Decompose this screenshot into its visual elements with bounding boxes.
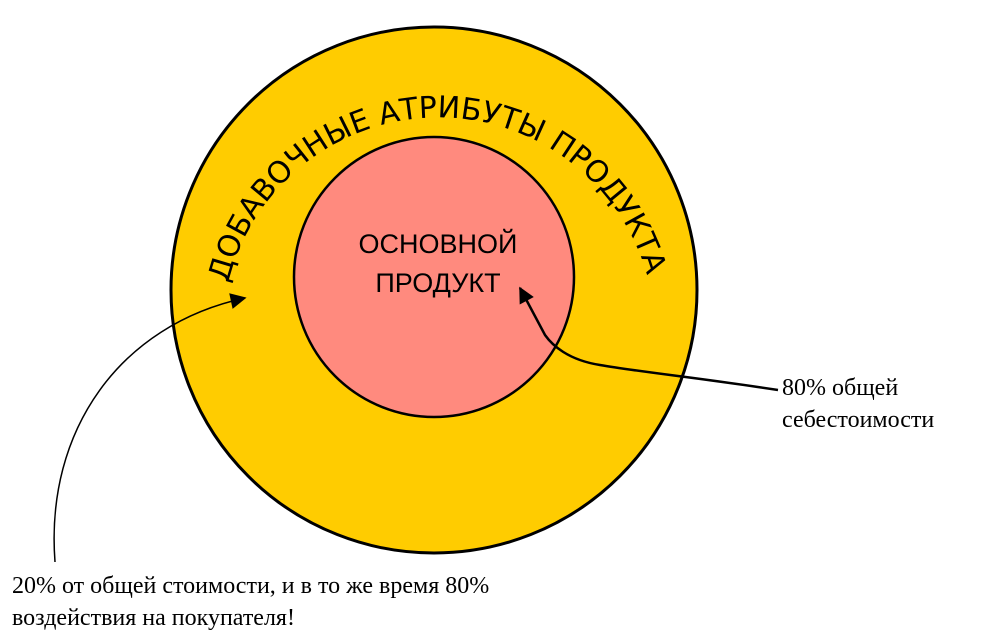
ring-impact-note-line1: 20% от общей стоимости, и в то же время … — [12, 573, 490, 599]
core-pointer-arrow — [518, 286, 779, 392]
core-cost-note: 80% общей себестоимости — [782, 372, 934, 436]
core-circle — [292, 135, 576, 419]
ring-impact-note-line2: воздействия на покупателя! — [12, 605, 295, 631]
ring-pointer-arrow — [53, 293, 247, 563]
core-label-line1: ОСНОВНОЙ — [359, 228, 518, 259]
ring-impact-note: 20% от общей стоимости, и в то же время … — [12, 570, 489, 634]
core-cost-note-line2: себестоимости — [782, 407, 935, 433]
core-label-line2: ПРОДУКТ — [375, 268, 500, 298]
core-cost-note-line1: 80% общей — [782, 375, 899, 401]
